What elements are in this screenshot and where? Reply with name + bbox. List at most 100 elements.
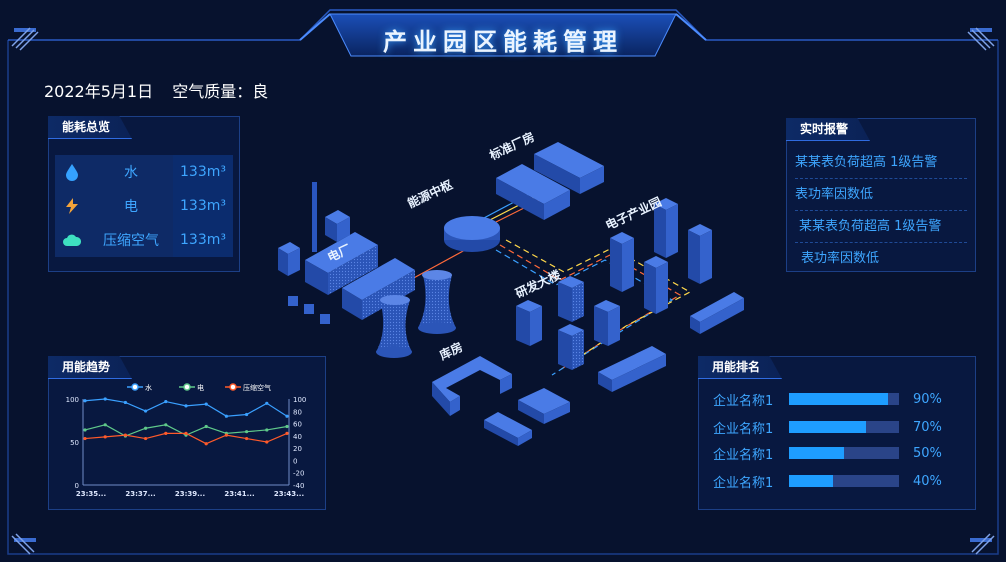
rd-building[interactable] xyxy=(516,276,666,424)
rank-bar-track xyxy=(789,393,899,405)
series-point xyxy=(184,431,188,435)
rank-bar-track xyxy=(789,421,899,433)
legend-marker xyxy=(131,383,139,391)
rank-percent: 50% xyxy=(913,445,942,461)
series-point xyxy=(83,428,87,432)
series-point xyxy=(245,436,249,441)
series-point xyxy=(164,431,168,435)
rank-name: 企业名称1 xyxy=(713,447,774,463)
rank-bar-track xyxy=(789,475,899,487)
rank-bar-fill xyxy=(789,447,844,459)
alarm-item[interactable]: 某某表负荷超高 1级告警 xyxy=(795,147,967,179)
rank-name: 企业名称1 xyxy=(713,421,774,437)
realtime-alarm-title: 实时报警 xyxy=(786,118,871,141)
power-plant-building[interactable] xyxy=(278,182,415,324)
series-point xyxy=(285,431,289,435)
rank-row[interactable]: 企业名称1 70% xyxy=(713,417,963,437)
legend-label: 电 xyxy=(197,383,204,392)
label-standard-plant: 标准厂房 xyxy=(486,129,537,163)
right-tick-label: -40 xyxy=(293,482,304,490)
rank-row[interactable]: 企业名称1 50% xyxy=(713,443,963,463)
series-point xyxy=(285,414,289,418)
electronic-park-buildings[interactable] xyxy=(610,198,744,334)
rank-percent: 70% xyxy=(913,419,942,435)
label-rd-building: 研发大楼 xyxy=(513,267,563,301)
energy-ranking-title: 用能排名 xyxy=(698,356,783,379)
series-point xyxy=(144,436,148,441)
overview-value: 133m³ xyxy=(173,155,233,189)
overview-name: 电 xyxy=(124,199,138,215)
cooling-towers xyxy=(376,270,456,358)
water-drop-icon xyxy=(55,163,89,181)
overview-row-air[interactable]: 压缩空气 133m³ xyxy=(55,223,233,257)
page-title: 产业园区能耗管理 xyxy=(383,28,623,56)
series-point xyxy=(83,399,87,403)
rank-bar-fill xyxy=(789,475,833,487)
series-point xyxy=(245,430,249,434)
rank-percent: 40% xyxy=(913,473,942,489)
overview-value: 133m³ xyxy=(173,189,233,223)
right-tick-label: 40 xyxy=(293,433,302,441)
legend-label: 水 xyxy=(145,383,152,392)
lightning-icon xyxy=(55,197,89,215)
series-point xyxy=(123,400,127,405)
series-point xyxy=(123,433,127,437)
cloud-icon xyxy=(55,233,89,247)
energy-overview-panel: 能耗总览 水 133m³ 电 133m³ 压缩空气 133m³ xyxy=(48,116,240,272)
series-point xyxy=(245,412,249,417)
rank-name: 企业名称1 xyxy=(713,393,774,409)
series-point xyxy=(265,428,269,432)
overview-name: 压缩空气 xyxy=(103,233,159,249)
rank-name: 企业名称1 xyxy=(713,475,774,491)
alarm-item[interactable]: 某某表负荷超高 1级告警 xyxy=(795,211,967,243)
x-tick-label: 23:35... xyxy=(76,490,106,498)
energy-hub-building[interactable] xyxy=(444,216,500,252)
overview-row-water[interactable]: 水 133m³ xyxy=(55,155,233,189)
series-point xyxy=(204,424,208,429)
standard-plant-building[interactable] xyxy=(496,142,604,220)
right-tick-label: 20 xyxy=(293,445,302,453)
series-point xyxy=(285,424,289,429)
overview-row-electric[interactable]: 电 133m³ xyxy=(55,189,233,223)
left-tick-label: 100 xyxy=(66,396,79,404)
realtime-alarm-panel: 实时报警 某某表负荷超高 1级告警 表功率因数低 某某表负荷超高 1级告警 表功… xyxy=(786,118,976,272)
right-tick-label: 80 xyxy=(293,408,302,416)
energy-trend-title: 用能趋势 xyxy=(48,356,133,379)
label-warehouse: 库房 xyxy=(437,339,465,363)
series-point xyxy=(224,433,228,437)
energy-ranking-panel: 用能排名 企业名称1 90% 企业名称1 70% 企业名称1 50% 企业名称1… xyxy=(698,356,976,510)
series-point xyxy=(103,435,107,439)
energy-overview-title: 能耗总览 xyxy=(48,116,133,139)
left-tick-label: 0 xyxy=(75,482,79,490)
right-tick-label: 60 xyxy=(293,421,302,429)
series-point xyxy=(83,436,87,441)
series-point xyxy=(103,423,107,427)
alarm-item[interactable]: 表功率因数低 xyxy=(801,251,880,266)
alarm-item[interactable]: 表功率因数低 xyxy=(795,179,967,211)
series-line xyxy=(84,398,288,417)
series-point xyxy=(265,440,269,444)
series-point xyxy=(265,401,269,405)
overview-name: 水 xyxy=(124,165,138,181)
rank-row[interactable]: 企业名称1 40% xyxy=(713,471,963,491)
series-point xyxy=(184,404,188,408)
rank-row[interactable]: 企业名称1 90% xyxy=(713,389,963,409)
right-tick-label: 100 xyxy=(293,396,306,404)
overview-value: 133m³ xyxy=(173,223,233,257)
x-tick-label: 23:37... xyxy=(125,490,155,498)
series-point xyxy=(224,414,228,418)
legend-marker xyxy=(229,383,237,391)
x-tick-label: 23:41... xyxy=(224,490,254,498)
rank-bar-fill xyxy=(789,421,866,433)
warehouse-building[interactable] xyxy=(432,356,532,446)
series-point xyxy=(103,397,107,401)
x-tick-label: 23:39... xyxy=(175,490,205,498)
series-point xyxy=(164,399,168,404)
series-point xyxy=(164,423,168,427)
series-point xyxy=(204,402,208,406)
energy-overview-table: 水 133m³ 电 133m³ 压缩空气 133m³ xyxy=(55,155,233,257)
left-tick-label: 50 xyxy=(70,439,79,447)
legend-marker xyxy=(183,383,191,391)
series-point xyxy=(144,409,148,413)
